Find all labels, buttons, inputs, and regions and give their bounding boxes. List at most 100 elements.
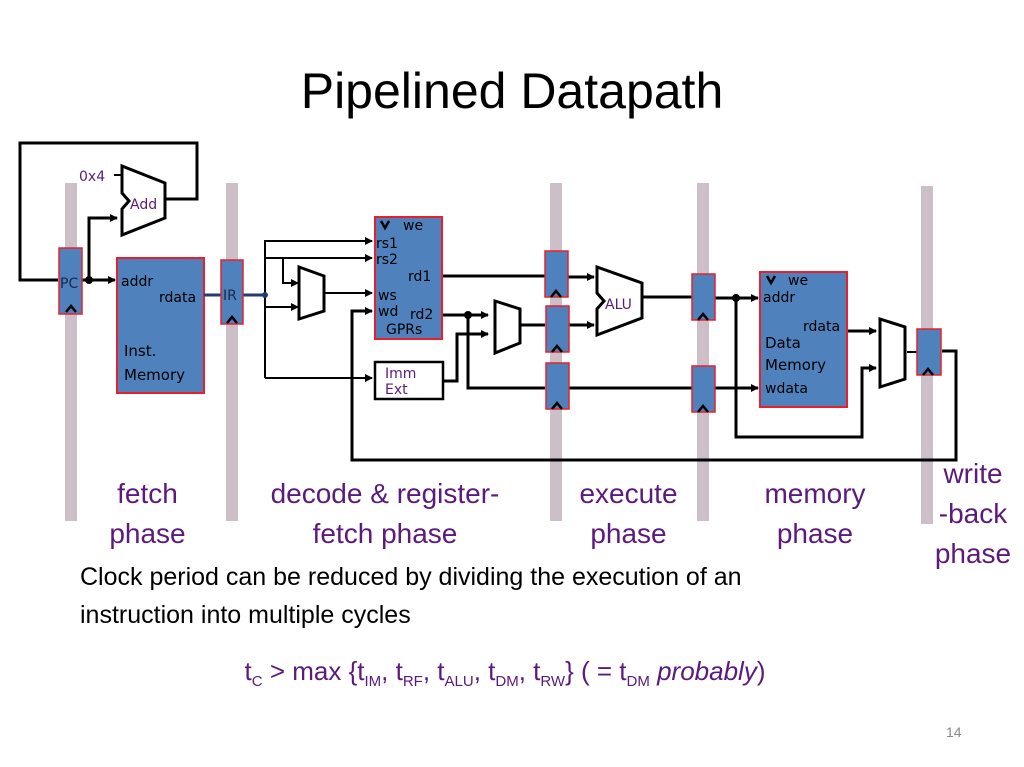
instruction-memory bbox=[116, 257, 205, 394]
formula-part: , t bbox=[518, 656, 541, 686]
pipeline-bar-memory bbox=[697, 183, 709, 521]
phase-label-memory: memory phase bbox=[745, 474, 885, 554]
alu-shape bbox=[595, 264, 644, 338]
pc-label: PC bbox=[60, 276, 78, 292]
wire-imm-mux bbox=[443, 330, 489, 383]
dmem-name-1: Data bbox=[765, 334, 801, 352]
formula-sub: DM bbox=[495, 673, 519, 691]
gprs-rs1-port: rs1 bbox=[376, 236, 398, 252]
formula-sub: IM bbox=[364, 673, 382, 691]
phase-text: phase bbox=[776, 518, 854, 549]
register-file-gprs bbox=[374, 216, 443, 340]
formula-sub: RF bbox=[402, 673, 423, 691]
phase-text: -back bbox=[938, 498, 1008, 529]
formula-part: , t bbox=[473, 656, 496, 686]
formula-part: t bbox=[244, 656, 252, 686]
ir-label: IR bbox=[223, 288, 237, 304]
pipeline-register-mem-a bbox=[691, 273, 716, 321]
wire-pc-feedback bbox=[18, 141, 199, 282]
pipeline-bar-ir bbox=[226, 183, 238, 521]
dmem-wdata-port: wdata bbox=[765, 381, 808, 397]
writeback-mux bbox=[878, 316, 907, 390]
we-arrow-icon bbox=[765, 275, 777, 286]
imm-ext-line2: Ext bbox=[385, 382, 408, 398]
wire-bypass bbox=[734, 298, 877, 439]
phase-text: fetch phase bbox=[312, 518, 458, 549]
phase-text: execute bbox=[579, 478, 678, 509]
formula-sub: ALU bbox=[444, 673, 474, 691]
pc-register bbox=[58, 247, 83, 315]
clock-icon bbox=[551, 344, 563, 353]
phase-text: phase bbox=[590, 518, 667, 549]
clock-icon bbox=[65, 304, 77, 313]
note-line: Clock period can be reduced by dividing … bbox=[80, 563, 742, 591]
clock-icon bbox=[551, 401, 563, 410]
junction-dot bbox=[464, 311, 472, 319]
clock-icon bbox=[550, 289, 562, 298]
formula-italic: probably bbox=[657, 656, 757, 686]
adder-label: Add bbox=[130, 197, 157, 213]
gprs-rd2-port: rd2 bbox=[410, 307, 433, 323]
clock-period-formula: tC > max {tIM, tRF, tALU, tDM, tRW} ( = … bbox=[0, 656, 1010, 690]
formula-sub: DM bbox=[626, 673, 650, 691]
phase-label-execute: execute phase bbox=[566, 474, 691, 554]
explanation-text: Clock period can be reduced by dividing … bbox=[80, 558, 940, 634]
imm-ext-line1: Imm bbox=[385, 366, 416, 382]
wire-writeback bbox=[350, 307, 958, 462]
operand-mux bbox=[493, 298, 522, 356]
dmem-we-port: we bbox=[788, 273, 808, 289]
clock-icon bbox=[226, 315, 238, 324]
pipeline-bar-pc bbox=[65, 183, 77, 521]
formula-part: , t bbox=[381, 656, 403, 686]
ws-mux bbox=[297, 264, 326, 322]
pipeline-register-ex-b bbox=[545, 305, 570, 353]
alu-label: ALU bbox=[605, 297, 632, 313]
wire-rd2-down bbox=[466, 315, 545, 390]
phase-text: phase bbox=[934, 538, 1012, 569]
junction-dot bbox=[262, 292, 268, 298]
imem-rdata-port: rdata bbox=[159, 290, 196, 306]
junction-dot bbox=[85, 276, 93, 284]
we-arrow-icon bbox=[379, 220, 391, 231]
phase-text: phase bbox=[109, 518, 186, 549]
gprs-wd-port: wd bbox=[378, 304, 398, 320]
formula-part: , t bbox=[422, 656, 445, 686]
junction-dot bbox=[732, 294, 740, 302]
adder-shape bbox=[120, 163, 167, 238]
phase-label-writeback: write -back phase bbox=[928, 454, 1018, 574]
imem-name-1: Inst. bbox=[124, 342, 156, 360]
dmem-rdata-port: rdata bbox=[803, 319, 840, 335]
phase-label-fetch: fetch phase bbox=[90, 474, 205, 554]
phase-text: decode & register- bbox=[270, 478, 500, 509]
phase-text: write bbox=[943, 458, 1003, 489]
wire-rs2-mux bbox=[282, 258, 299, 287]
dmem-addr-port: addr bbox=[763, 290, 795, 306]
data-memory bbox=[759, 271, 848, 408]
note-line: instruction into multiple cycles bbox=[80, 601, 411, 629]
pipeline-register-ex-a bbox=[544, 250, 569, 298]
formula-sub: RW bbox=[540, 673, 566, 691]
clock-icon bbox=[697, 312, 709, 321]
wire-pc-to-add bbox=[87, 214, 118, 280]
const-label: 0x4 bbox=[79, 169, 105, 185]
imem-name-2: Memory bbox=[124, 366, 185, 384]
phase-text: fetch bbox=[117, 478, 178, 509]
formula-sub: C bbox=[251, 673, 263, 691]
imm-ext-block bbox=[373, 360, 445, 401]
dmem-name-2: Memory bbox=[765, 356, 826, 374]
gprs-we-port: we bbox=[403, 218, 423, 234]
pipeline-register-wb bbox=[916, 328, 942, 376]
wire-ir-rs1 bbox=[264, 237, 373, 378]
clock-icon bbox=[922, 367, 934, 376]
formula-part: } ( = t bbox=[565, 656, 627, 686]
formula-part: ) bbox=[756, 656, 766, 686]
phase-text: memory bbox=[764, 478, 866, 509]
gprs-name: GPRs bbox=[386, 322, 422, 338]
page-number: 14 bbox=[946, 724, 962, 740]
ir-register bbox=[220, 259, 244, 325]
gprs-rd1-port: rd1 bbox=[408, 269, 431, 285]
gprs-rs2-port: rs2 bbox=[376, 252, 398, 268]
clock-icon bbox=[697, 404, 709, 413]
pipeline-register-mem-b bbox=[691, 365, 716, 413]
